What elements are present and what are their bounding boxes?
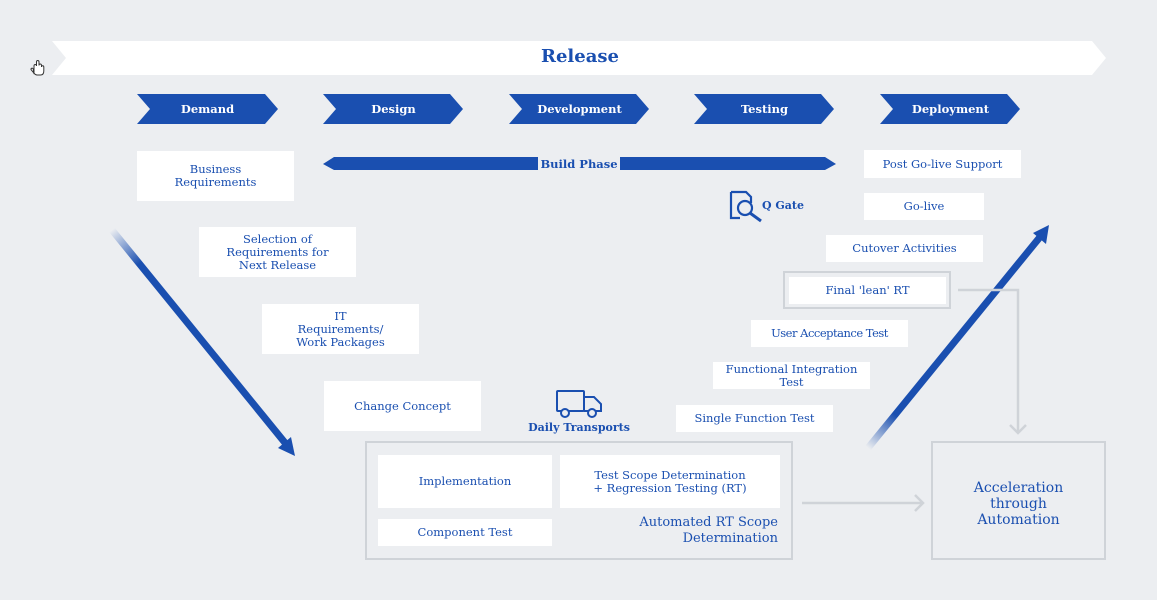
daily-transports-label: Daily Transports [528, 421, 630, 434]
step-selection-requirements: Selection of Requirements for Next Relea… [199, 227, 356, 277]
step-it-requirements: IT Requirements/ Work Packages [262, 304, 419, 354]
step-functional-integration-test: Functional Integration Test [713, 362, 870, 389]
step-golive: Go-live [864, 193, 984, 220]
step-single-function-test: Single Function Test [676, 405, 833, 432]
acceleration-label: Acceleration through Automation [973, 480, 1064, 528]
phase-development: Development [537, 102, 622, 116]
test-scope-box: Test Scope Determination + Regression Te… [560, 455, 780, 508]
automated-rt-label: Automated RT Scope Determination [639, 515, 778, 546]
component-test-box: Component Test [378, 519, 552, 546]
arrow-from-final-rt [958, 288, 1020, 433]
q-gate-label: Q Gate [762, 199, 805, 212]
step-change-concept: Change Concept [324, 381, 481, 431]
step-final-lean-rt: Final 'lean' RT [789, 277, 946, 304]
step-post-golive-support: Post Go-live Support [864, 150, 1021, 178]
phase-demand: Demand [180, 102, 235, 116]
build-phase-label: Build Phase [540, 157, 618, 171]
release-title: Release [541, 46, 619, 67]
phase-design: Design [371, 102, 416, 116]
step-cutover-activities: Cutover Activities [826, 235, 983, 262]
final-rt-frame [783, 271, 951, 309]
build-container [365, 441, 793, 560]
phase-testing: Testing [740, 102, 789, 116]
step-user-acceptance-test: User Acceptance Test [751, 320, 908, 347]
implementation-box: Implementation [378, 455, 552, 508]
acceleration-frame [931, 441, 1106, 560]
phase-deployment: Deployment [911, 102, 990, 116]
step-business-requirements: Business Requirements [137, 151, 294, 201]
